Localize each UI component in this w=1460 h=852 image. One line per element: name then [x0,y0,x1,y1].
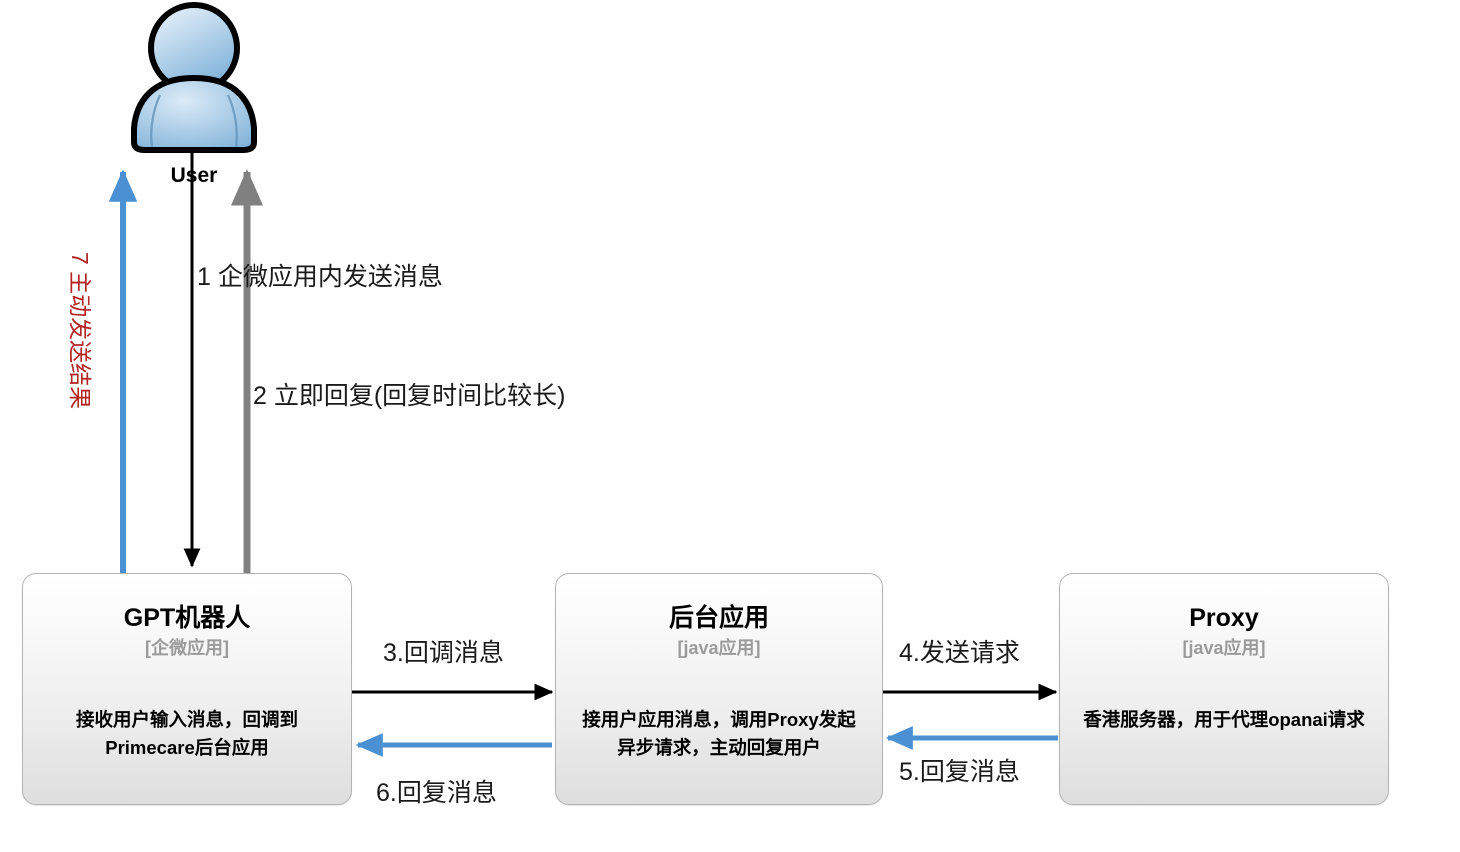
user-person-icon [131,2,257,153]
edge-1-label: 1 企微应用内发送消息 [197,263,443,291]
node-backend-app-body: 接用户应用消息，调用Proxy发起 异步请求，主动回复用户 [582,709,856,758]
node-gpt-bot[interactable]: GPT机器人 [企微应用] 接收用户输入消息，回调到 Primecare后台应用 [22,573,352,805]
node-proxy-body: 香港服务器，用于代理opanai请求 [1083,709,1365,730]
edge-7-label: 7 主动发送结果 [67,252,93,410]
node-proxy[interactable]: Proxy [java应用] 香港服务器，用于代理opanai请求 [1059,573,1389,805]
edge-6-label: 6.回复消息 [376,779,497,807]
node-proxy-title: Proxy [1189,604,1259,632]
node-backend-app-subtitle: [java应用] [677,638,761,658]
actor-label: User [170,164,218,187]
node-proxy-subtitle: [java应用] [1182,638,1266,658]
node-gpt-bot-body: 接收用户输入消息，回调到 Primecare后台应用 [75,709,298,758]
edge-4-label: 4.发送请求 [899,639,1020,667]
edge-5-label: 5.回复消息 [899,758,1020,786]
edge-3-label: 3.回调消息 [383,639,504,667]
node-backend-app[interactable]: 后台应用 [java应用] 接用户应用消息，调用Proxy发起 异步请求，主动回… [555,573,883,805]
node-gpt-bot-title: GPT机器人 [123,604,251,632]
node-backend-app-title: 后台应用 [668,604,769,632]
edge-2-label: 2 立即回复(回复时间比较长) [253,382,566,410]
node-gpt-bot-subtitle: [企微应用] [145,638,229,658]
